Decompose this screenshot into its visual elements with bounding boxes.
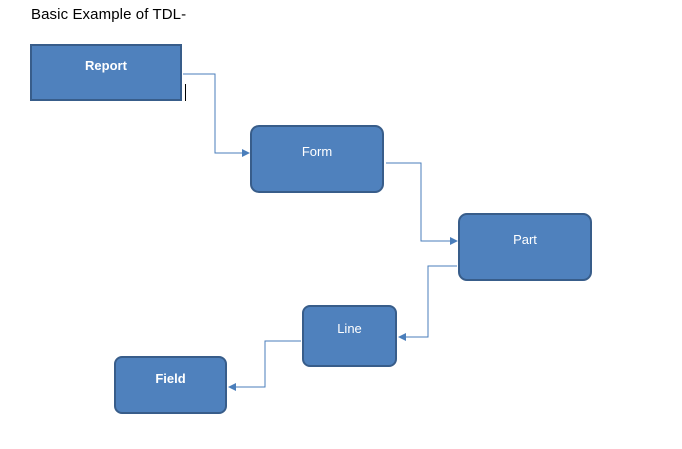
line-node-label: Line xyxy=(337,321,362,336)
form-node[interactable]: Form xyxy=(250,125,384,193)
diagram-title: Basic Example of TDL- xyxy=(31,6,187,23)
form-node-label: Form xyxy=(301,144,333,159)
connector-line-to-field xyxy=(228,340,301,391)
report-node[interactable]: Report xyxy=(30,44,182,101)
part-node-label: Part xyxy=(513,232,537,247)
field-node[interactable]: Field xyxy=(114,356,227,414)
text-cursor xyxy=(185,84,186,101)
connector-report-to-form xyxy=(183,73,250,157)
part-node[interactable]: Part xyxy=(458,213,592,281)
report-node-label: Report xyxy=(85,58,127,73)
connector-part-to-line xyxy=(398,265,457,341)
line-node[interactable]: Line xyxy=(302,305,397,367)
connector-form-to-part xyxy=(386,162,458,245)
field-node-label: Field xyxy=(155,371,186,386)
